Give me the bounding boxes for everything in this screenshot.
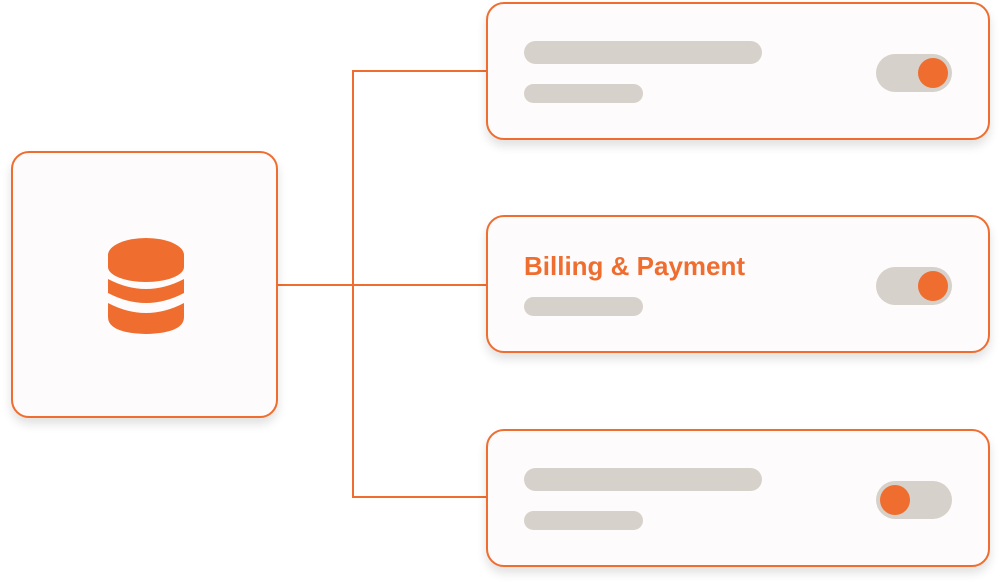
toggle-switch-on[interactable] [876,267,952,305]
toggle-switch-off[interactable] [876,481,952,519]
toggle-switch-on[interactable] [876,54,952,92]
connector-card-2 [352,284,488,286]
connector-card-3 [352,496,488,498]
subtitle-placeholder [524,511,643,530]
database-node [11,151,278,418]
setting-card-billing: Billing & Payment [486,215,990,353]
connector-source [277,284,354,286]
title-placeholder [524,41,762,64]
setting-card-1 [486,2,990,140]
database-icon [108,238,184,334]
subtitle-placeholder [524,297,643,316]
card-title: Billing & Payment [524,251,746,281]
toggle-knob [880,485,910,515]
toggle-knob [918,58,948,88]
setting-card-3 [486,429,990,567]
subtitle-placeholder [524,84,643,103]
connector-card-1 [352,70,488,72]
title-placeholder [524,468,762,491]
toggle-knob [918,271,948,301]
